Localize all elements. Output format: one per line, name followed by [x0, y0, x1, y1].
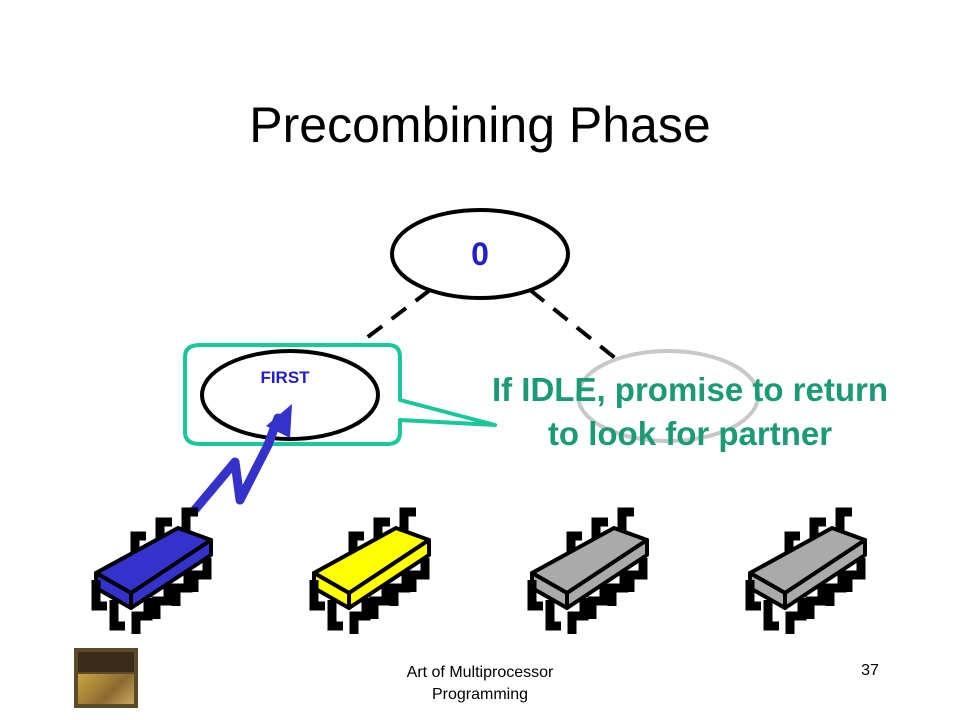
arrow-head-icon [266, 404, 292, 438]
edge-root-right [528, 288, 617, 360]
processors [91, 507, 867, 634]
processor-chip-1 [91, 507, 213, 634]
processor-chip-2 [309, 507, 431, 634]
callout-text: If IDLE, promise to return to look for p… [455, 368, 925, 456]
processor-chip-4 [745, 507, 867, 634]
book-cover-art [78, 674, 134, 704]
footer-line-1: Art of Multiprocessor [406, 664, 554, 681]
footer-line-2: Programming [431, 686, 529, 703]
callout-line-1: If IDLE, promise to return [491, 371, 889, 408]
book-cover-icon [74, 648, 138, 708]
slide-title: Precombining Phase [249, 97, 711, 153]
root-node-value: 0 [471, 236, 489, 272]
left-node-status: FIRST [260, 368, 310, 387]
book-cover-top [78, 652, 134, 672]
callout-line-2: to look for partner [547, 415, 833, 452]
processor-chip-3 [527, 507, 649, 634]
page-number: 37 [861, 662, 879, 679]
right-node [576, 349, 760, 443]
left-node [200, 349, 380, 441]
footer-text: Art of Multiprocessor Programming [380, 662, 580, 706]
processor-arrow [188, 413, 283, 517]
root-node [390, 208, 570, 300]
